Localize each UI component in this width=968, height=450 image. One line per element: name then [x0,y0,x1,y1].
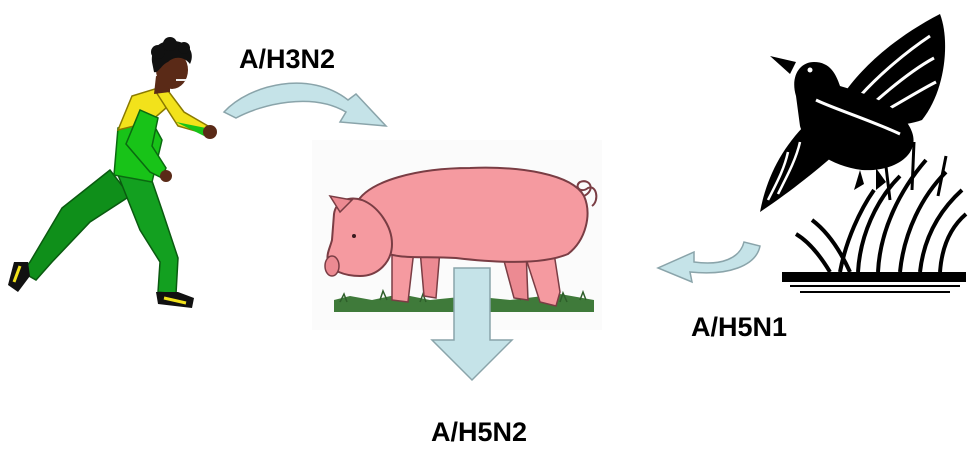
arrow-human-to-pig [224,83,386,126]
running-person-icon [8,37,217,308]
human-virus-label: A/H3N2 [239,44,335,75]
bird-virus-label: A/H5N1 [691,312,787,343]
reassortant-virus-label: A/H5N2 [431,417,527,448]
arrow-bird-to-pig [658,242,760,282]
duck-icon [760,14,966,292]
